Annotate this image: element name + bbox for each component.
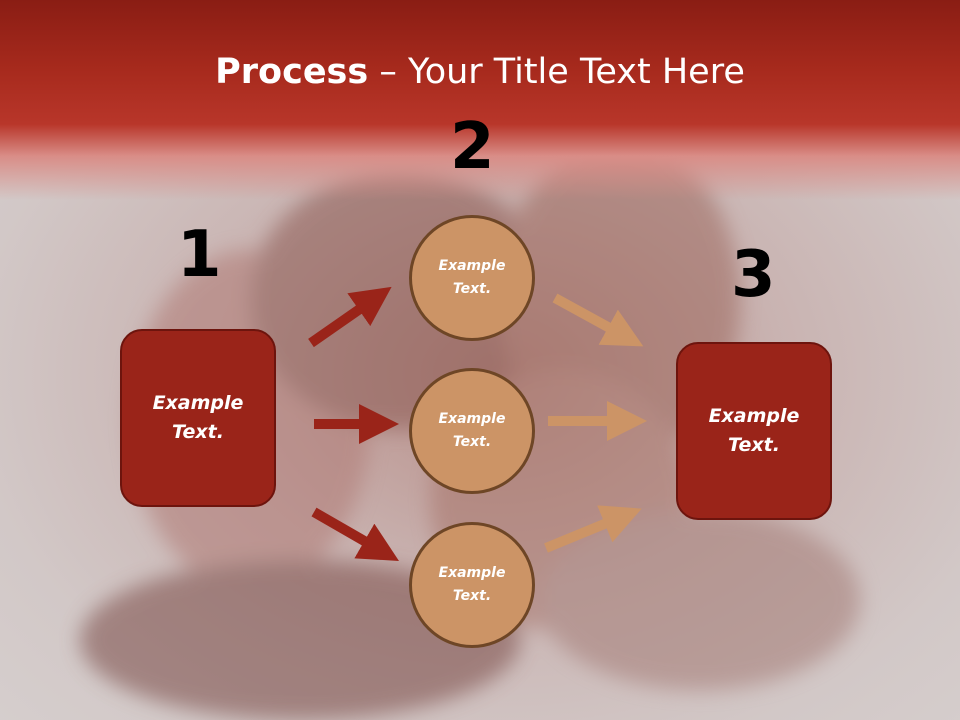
circle-middle: Example Text. (409, 368, 535, 494)
step-number-3: 3 (731, 238, 776, 312)
arrow-left-to-top (308, 286, 392, 348)
right-box: Example Text. (676, 342, 832, 520)
arrow-top-to-right (552, 293, 644, 347)
circle-top-text: Example Text. (438, 258, 506, 297)
right-box-text: Example Text. (708, 405, 800, 456)
title-rest: – Your Title Text Here (368, 52, 745, 92)
circle-bottom-text: Example Text. (438, 565, 506, 604)
step-number-2: 2 (450, 110, 495, 184)
arrow-left-to-bottom (311, 507, 399, 561)
step-number-1: 1 (177, 218, 222, 292)
arrow-bottom-to-right (544, 505, 642, 553)
left-box-text: Example Text. (152, 392, 244, 443)
title-bold: Process (215, 52, 369, 92)
left-box: Example Text. (120, 329, 276, 507)
circle-bottom: Example Text. (409, 522, 535, 648)
header-band (0, 0, 960, 200)
slide-title: Process – Your Title Text Here (0, 52, 960, 92)
circle-top: Example Text. (409, 215, 535, 341)
circle-middle-text: Example Text. (438, 411, 506, 450)
